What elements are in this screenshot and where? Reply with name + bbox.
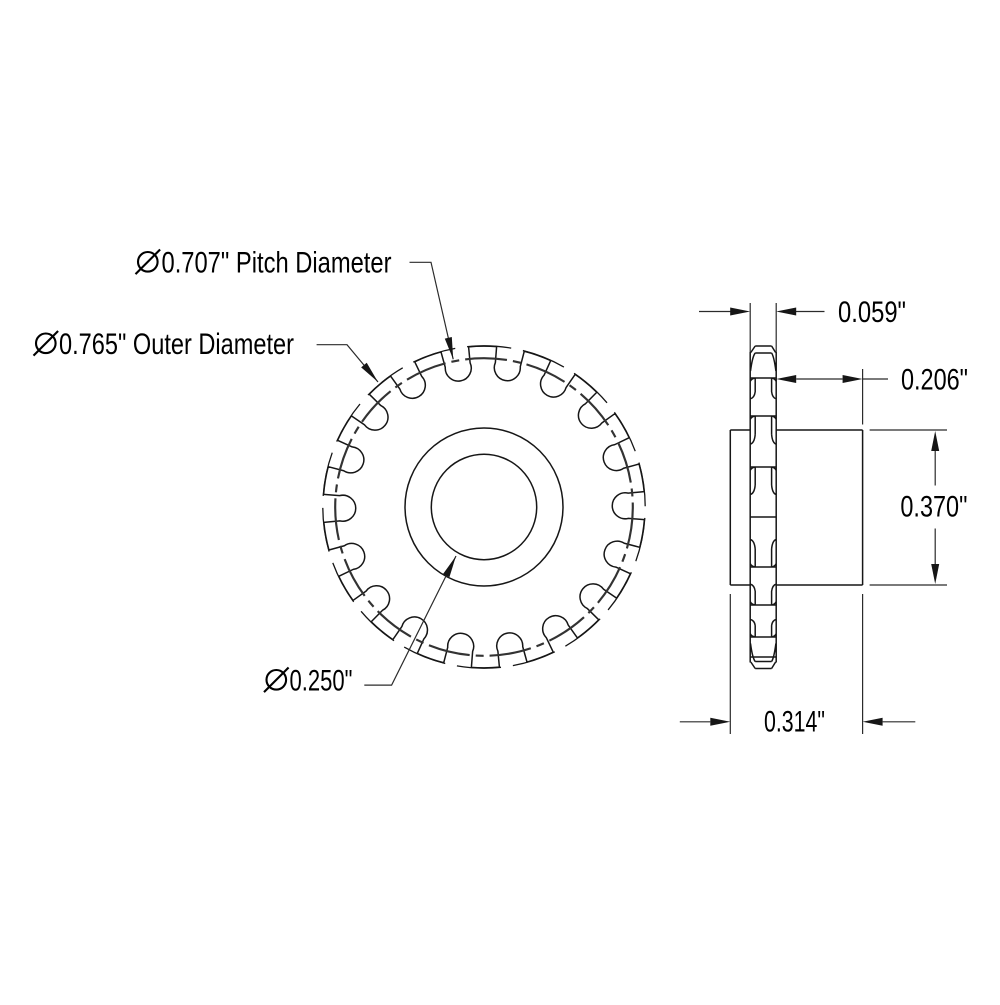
svg-text:0.059": 0.059" — [838, 296, 906, 329]
svg-text:0.707" Pitch Diameter: 0.707" Pitch Diameter — [162, 247, 392, 280]
svg-text:0.314": 0.314" — [764, 706, 825, 739]
svg-text:0.370": 0.370" — [900, 491, 967, 524]
svg-text:0.765" Outer Diameter: 0.765" Outer Diameter — [59, 328, 294, 361]
svg-text:0.206": 0.206" — [901, 364, 968, 397]
svg-text:0.250": 0.250" — [290, 665, 353, 698]
